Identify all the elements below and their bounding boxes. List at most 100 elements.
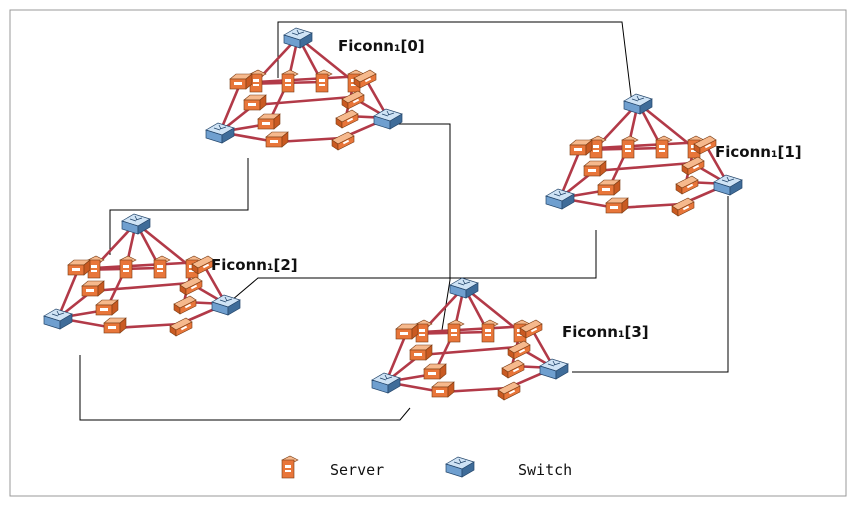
cell-3-server-left-2 [423,363,447,380]
cell-2-server-left-3 [103,317,127,334]
cell-0-link-16 [252,95,354,107]
legend-switch-glyph [445,456,475,478]
cell-0-server-right-3 [331,131,355,151]
inter-link-0-2 [109,158,249,255]
cell-2-server-right-2 [173,295,197,315]
cell-1-switch-left [545,188,575,210]
legend-server-glyph [281,455,299,479]
legend-server-icon [281,455,299,479]
cell-labels: Ficonn₁[0] Ficonn₁[1] Ficonn₁[2] Ficonn₁… [211,37,802,341]
cell-3-switch-right [539,358,569,380]
cell-2-server-left-0 [67,259,91,276]
cell-0-switch-right [373,108,403,130]
inter-link-1-3 [572,196,729,373]
cell-3-server-top-2 [481,319,499,343]
cell-2-server-left-2 [95,299,119,316]
cell-2-server-right-1 [179,276,203,296]
cell-2-link-16 [90,281,192,293]
cell-0-switch-top [283,27,313,49]
cell-1-server-left-2 [597,179,621,196]
ficonn-cell-1 [545,93,743,217]
cell-0-server-left-0 [229,73,253,90]
cell-2-server-top-1 [119,255,137,279]
cell-0-link-4 [218,82,242,134]
cell-3-link-16 [418,345,520,357]
cell-0-switch-left [205,122,235,144]
legend-switch-icon [445,456,475,478]
cell-3-server-left-0 [395,323,419,340]
cell-2-link-4 [56,268,80,320]
cell-1-switch-right [713,174,743,196]
diagram-frame [9,9,847,497]
cell-2-server-top-0 [87,255,105,279]
cell-0-link-3 [296,35,356,84]
legend: Server Switch [281,455,572,479]
cell-0-server-top-2 [315,69,333,93]
cell-0-nodes [205,27,403,151]
cell-0-server-right-0 [353,69,377,89]
cell-2-server-left-1 [81,280,105,297]
cell-0-server-left-3 [265,131,289,148]
cell-label-3: Ficonn₁[3] [562,323,649,341]
cell-1-server-top-2 [655,135,673,159]
ficonn-cell-0 [205,27,403,151]
cell-3-server-right-1 [507,340,531,360]
ficonn-cell-2 [43,213,241,337]
cell-3-link-12 [420,324,532,334]
cell-3-server-right-3 [497,381,521,401]
cell-1-nodes [545,93,743,217]
cell-1-server-right-3 [671,197,695,217]
cell-2-server-right-3 [169,317,193,337]
cell-3-nodes [371,277,569,401]
cell-2-server-right-0 [191,255,215,275]
ficonn-cells [43,27,743,401]
cell-1-server-left-0 [569,139,593,156]
cell-1-server-top-0 [589,135,607,159]
cell-1-server-left-3 [605,197,629,214]
cell-1-link-3 [636,101,696,150]
cell-2-nodes [43,213,241,337]
cell-1-link-16 [592,161,694,173]
cell-3-server-left-1 [409,344,433,361]
cell-3-link-4 [384,332,408,384]
cell-label-2: Ficonn₁[2] [211,256,298,274]
cell-3-link-3 [462,285,522,334]
ficonn-cell-3 [371,277,569,401]
cell-2-link-3 [134,221,194,270]
cell-2-switch-right [211,294,241,316]
cell-1-server-right-1 [681,156,705,176]
cell-0-server-top-1 [281,69,299,93]
cell-0-server-left-1 [243,94,267,111]
cell-3-server-right-0 [519,319,543,339]
cell-2-link-12 [92,260,204,270]
cell-1-link-12 [594,140,706,150]
cell-3-server-top-0 [415,319,433,343]
cell-3-switch-top [449,277,479,299]
legend-server-label: Server [330,461,384,479]
cell-1-server-right-0 [693,135,717,155]
cell-2-server-top-2 [153,255,171,279]
cell-1-server-right-2 [675,175,699,195]
inter-link-2-1 [231,230,597,301]
cell-2-switch-top [121,213,151,235]
cell-0-link-12 [254,74,366,84]
cell-3-server-right-2 [501,359,525,379]
cell-2-switch-left [43,308,73,330]
cell-label-0: Ficonn₁[0] [338,37,425,55]
cell-0-server-right-2 [335,109,359,129]
inter-cell-links [79,21,729,421]
cell-1-link-4 [558,148,582,200]
inter-link-0-1 [277,21,633,105]
cell-3-server-left-3 [431,381,455,398]
legend-switch-label: Switch [518,461,572,479]
cell-1-switch-top [623,93,653,115]
inter-link-2-3 [79,355,411,421]
cell-1-server-left-1 [583,160,607,177]
cell-3-switch-left [371,372,401,394]
cell-0-server-left-2 [257,113,281,130]
cell-3-server-top-1 [447,319,465,343]
cell-0-server-right-1 [341,90,365,110]
cell-1-server-top-1 [621,135,639,159]
cell-0-server-top-0 [249,69,267,93]
